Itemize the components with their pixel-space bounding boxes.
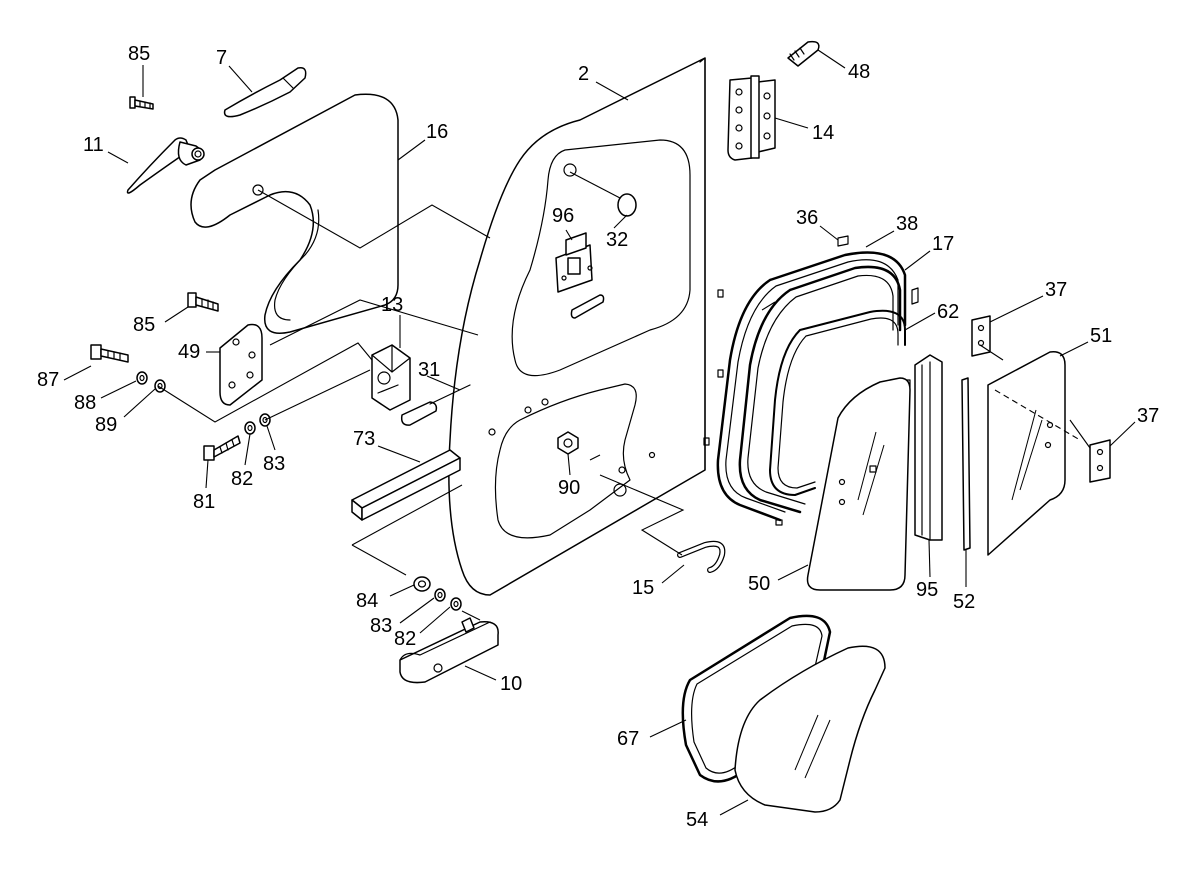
part-82-washer-lower bbox=[450, 597, 462, 611]
part-88-washer bbox=[136, 371, 148, 385]
door-frame bbox=[448, 57, 706, 596]
part-73-bar bbox=[351, 449, 461, 521]
label-14: 14 bbox=[812, 122, 834, 144]
part-16-panel bbox=[190, 93, 399, 334]
part-89-washer bbox=[154, 379, 166, 393]
label-52: 52 bbox=[953, 591, 975, 613]
label-13: 13 bbox=[381, 294, 403, 316]
part-84-nut bbox=[413, 576, 431, 592]
label-16: 16 bbox=[426, 121, 448, 143]
part-37-bracket-lower bbox=[1089, 439, 1111, 483]
part-54-glass bbox=[734, 645, 886, 813]
label-32: 32 bbox=[606, 229, 628, 251]
label-95: 95 bbox=[916, 579, 938, 601]
label-90: 90 bbox=[558, 477, 580, 499]
label-10: 10 bbox=[500, 673, 522, 695]
label-50: 50 bbox=[748, 573, 770, 595]
label-67: 67 bbox=[617, 728, 639, 750]
label-88: 88 bbox=[74, 392, 96, 414]
callout-leaders bbox=[63, 49, 1136, 816]
label-2: 2 bbox=[578, 63, 589, 85]
part-81-bolt bbox=[203, 435, 241, 461]
part-96-latch bbox=[555, 232, 605, 319]
part-51-glass bbox=[987, 351, 1081, 556]
label-11: 11 bbox=[83, 134, 104, 156]
part-13-latch bbox=[371, 344, 411, 411]
label-87: 87 bbox=[37, 369, 59, 391]
label-89: 89 bbox=[95, 414, 117, 436]
part-31-rod bbox=[400, 384, 471, 426]
part-83-washer-lower bbox=[434, 588, 446, 602]
label-73: 73 bbox=[353, 428, 375, 450]
label-15: 15 bbox=[632, 577, 654, 599]
part-82-washer-upper bbox=[244, 421, 256, 435]
label-36: 36 bbox=[796, 207, 818, 229]
part-87-bolt bbox=[90, 344, 129, 363]
part-85-screw-upper bbox=[129, 96, 154, 110]
part-90-nut bbox=[557, 431, 579, 455]
label-37-lower: 37 bbox=[1137, 405, 1159, 427]
part-11-lever bbox=[126, 137, 205, 194]
part-number-labels: 85 7 11 16 2 48 14 96 32 36 38 17 62 37 … bbox=[37, 43, 1159, 831]
part-52-strip bbox=[961, 377, 971, 551]
label-7: 7 bbox=[216, 47, 227, 69]
part-10-outer-handle bbox=[399, 617, 499, 684]
part-85-screw-lower bbox=[187, 292, 219, 312]
part-14-hinge bbox=[727, 75, 776, 161]
label-85-upper: 85 bbox=[128, 43, 150, 65]
label-37-upper: 37 bbox=[1045, 279, 1067, 301]
label-82-lower: 82 bbox=[394, 628, 416, 650]
label-17: 17 bbox=[932, 233, 954, 255]
part-95-channel bbox=[914, 354, 943, 541]
label-82-upper: 82 bbox=[231, 468, 253, 490]
part-32-plug bbox=[617, 193, 637, 217]
label-49: 49 bbox=[178, 341, 200, 363]
part-50-glass bbox=[806, 377, 911, 591]
label-83-upper: 83 bbox=[263, 453, 285, 475]
part-7-handle bbox=[223, 66, 307, 118]
part-48-bolt bbox=[787, 40, 820, 67]
label-81: 81 bbox=[193, 491, 215, 513]
label-54: 54 bbox=[686, 809, 708, 831]
label-48: 48 bbox=[848, 61, 870, 83]
part-49-plate bbox=[219, 323, 263, 406]
part-15-hose bbox=[677, 540, 726, 573]
label-84: 84 bbox=[356, 590, 378, 612]
window-seals bbox=[703, 235, 919, 526]
label-51: 51 bbox=[1090, 325, 1112, 347]
label-96: 96 bbox=[552, 205, 574, 227]
label-83-lower: 83 bbox=[370, 615, 392, 637]
label-85-lower: 85 bbox=[133, 314, 155, 336]
label-31: 31 bbox=[418, 359, 440, 381]
assembly-lines bbox=[157, 171, 1091, 621]
label-62: 62 bbox=[937, 301, 959, 323]
label-38: 38 bbox=[896, 213, 918, 235]
